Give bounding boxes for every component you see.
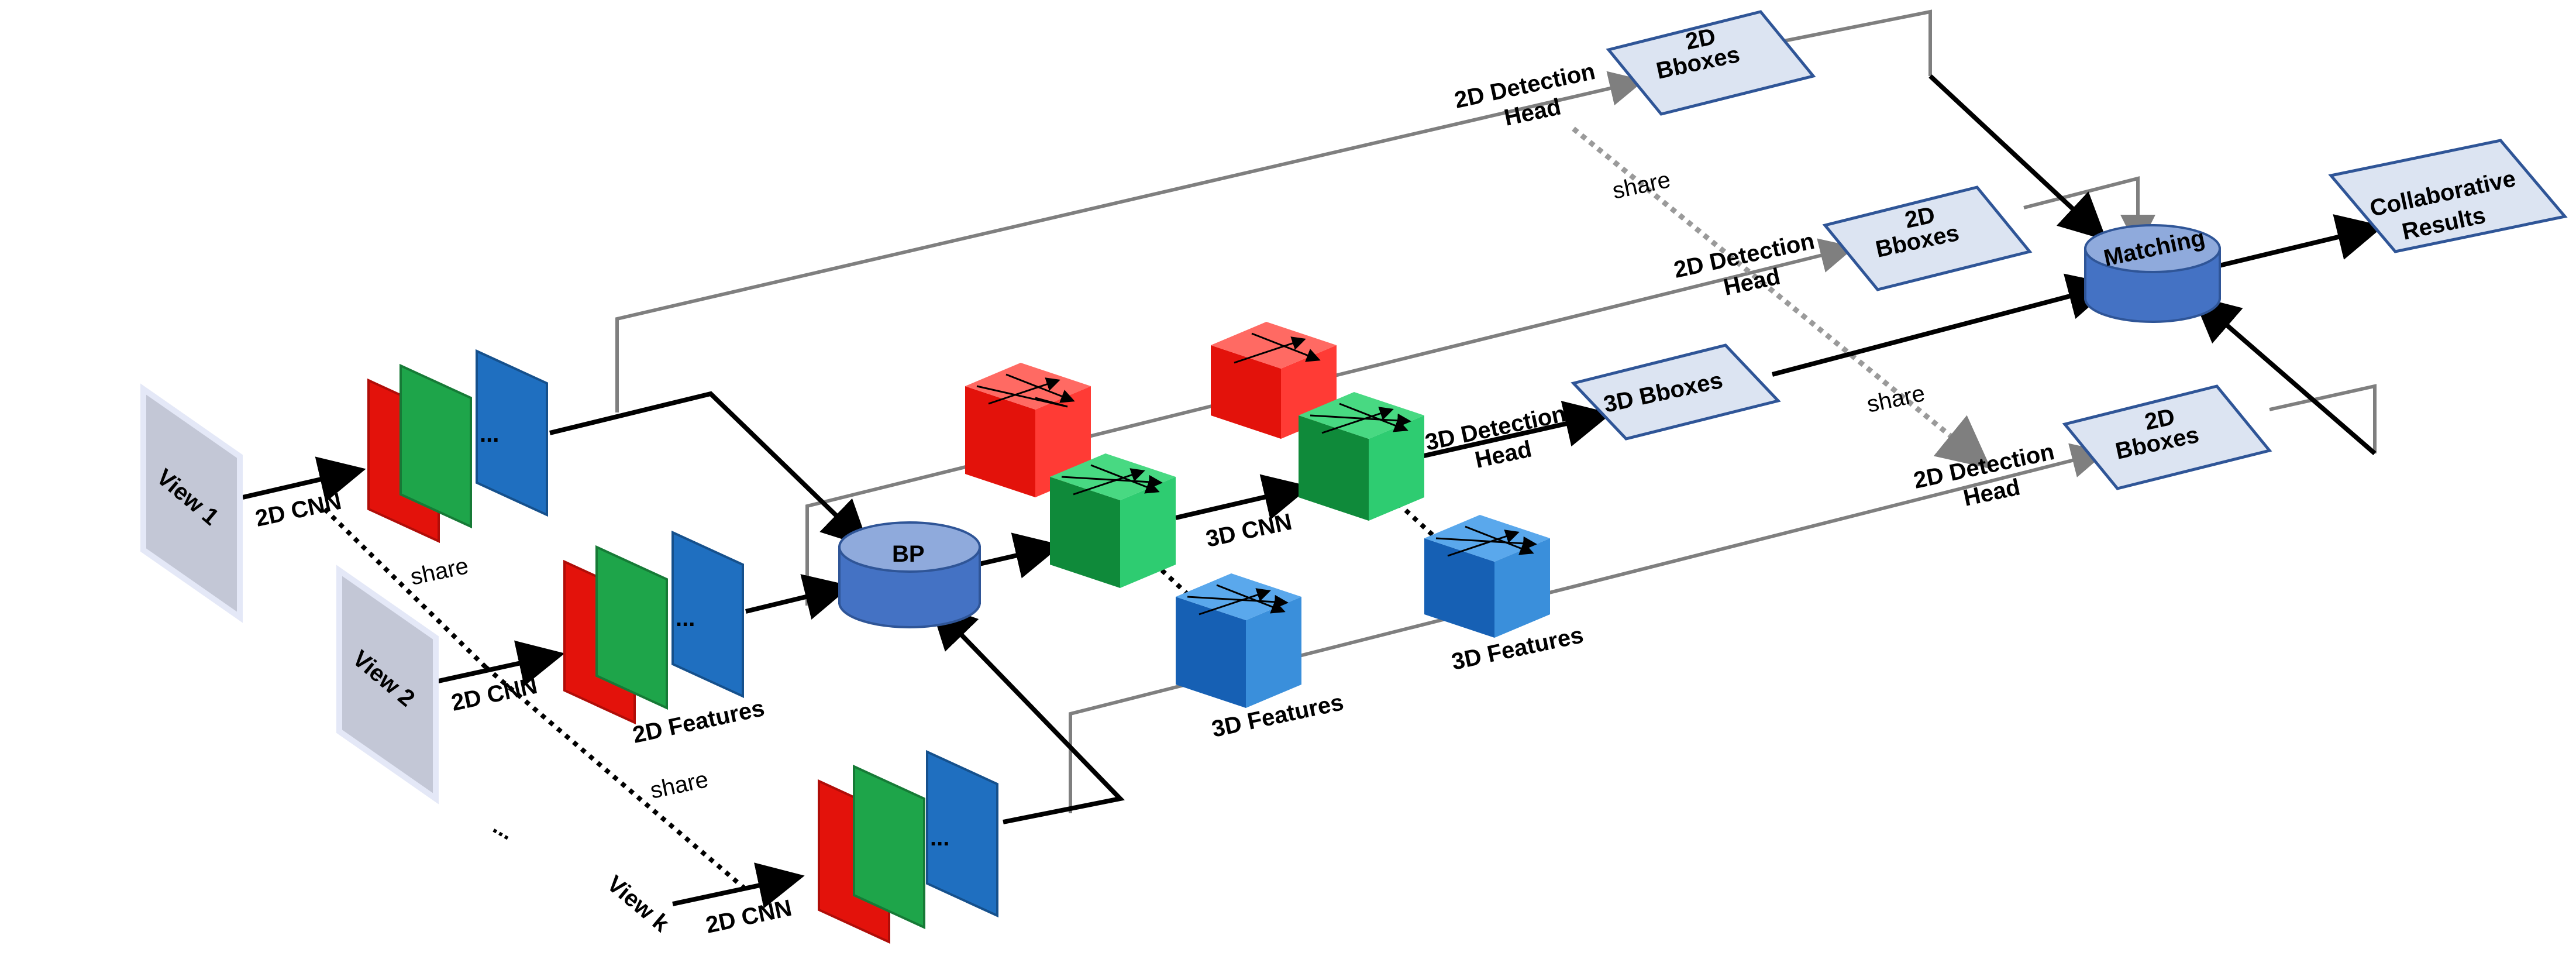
arrow-3dbbox-matching (1771, 273, 2115, 377)
stack-dots-2: ... (676, 606, 695, 631)
stack-dots-1: ... (480, 421, 499, 447)
features-2d-label: 2D Features (631, 695, 767, 748)
head-2d-bot: 2D Detection Head (1912, 439, 2057, 511)
gray-connections (615, 9, 2377, 813)
arrow-view2-cnn (435, 640, 565, 686)
cnn3d-label: 3D CNN (1204, 509, 1294, 552)
bboxes-2d-top: 2D Bboxes (1606, 10, 1816, 116)
cube-blue-1 (1176, 573, 1301, 708)
share-label-2: share (648, 766, 711, 804)
cube-green-1 (1050, 453, 1176, 588)
arrow-f2-bp (745, 574, 852, 620)
share-label-1: share (408, 553, 471, 590)
share-line-2 (484, 665, 748, 892)
view-k-label: View k (602, 871, 674, 937)
collaborative-results: Collaborative Results (2328, 139, 2568, 253)
share-label-3: share (1610, 167, 1673, 204)
share-line-heads (1572, 126, 1991, 469)
matching-cylinder: Matching (2084, 224, 2221, 323)
cnn2d-label-k: 2D CNN (704, 895, 794, 938)
gray-line-top-out (1783, 9, 1932, 76)
bboxes-3d: 3D Bboxes (1571, 343, 1781, 441)
arrow-top-matching (1928, 74, 2107, 240)
bboxes-2d-mid: 2D Bboxes (1822, 185, 2033, 291)
bboxes-2d-mid-l1: 2D (1903, 202, 1937, 233)
bboxes-2d-bot: 2D Bboxes (2062, 384, 2272, 490)
arrow-fk-bp (929, 601, 1125, 824)
gray-line-bot (1069, 443, 2107, 813)
share-black-dotted (323, 501, 1435, 892)
share-gray-dotted (1572, 126, 1991, 469)
bp-label: BP (892, 541, 925, 567)
cube-red-1 (965, 363, 1091, 497)
bboxes-2d-bot-l1: 2D (2143, 404, 2177, 435)
cube-blue-2 (1424, 515, 1550, 638)
head-2d-mid: 2D Detection Head (1672, 228, 1817, 301)
arrow-viewk-cnn (672, 862, 805, 909)
views-ellipsis: ... (489, 813, 519, 845)
gray-line-mid (805, 238, 1855, 606)
arrow-cnn3d-a (1175, 474, 1311, 520)
feature-stack-viewk: ... (818, 749, 998, 944)
feature-stack-view2: ... (563, 530, 744, 725)
stack-dots-k: ... (930, 825, 949, 851)
cube-dotted-2 (1396, 501, 1435, 537)
view-1-plane: View 1 (140, 383, 243, 623)
arrow-matching-results (2216, 214, 2384, 269)
bboxes-2d-top-l1: 2D (1683, 23, 1718, 55)
gray-line-bot-out (2269, 384, 2377, 453)
feature-stack-view1: ... (367, 349, 548, 544)
cnn2d-label-2: 2D CNN (449, 673, 540, 716)
view-2-plane: View 2 (336, 565, 439, 804)
arrow-3d-head (1421, 401, 1612, 459)
gray-line-top (615, 71, 1645, 412)
head-3d: 3D Detection Head (1423, 401, 1568, 473)
cnn2d-label-1: 2D CNN (253, 489, 344, 532)
features-3d-label-b: 3D Features (1449, 622, 1586, 675)
bp-cylinder: BP (838, 521, 981, 628)
arrow-bp-cnn3d (976, 532, 1062, 579)
arrow-f1-bp (549, 391, 870, 548)
arrow-view1-cnn (242, 456, 366, 503)
cube-green-2 (1299, 392, 1424, 521)
arrow-bot-matching (2192, 295, 2377, 456)
black-flows (242, 74, 2384, 909)
